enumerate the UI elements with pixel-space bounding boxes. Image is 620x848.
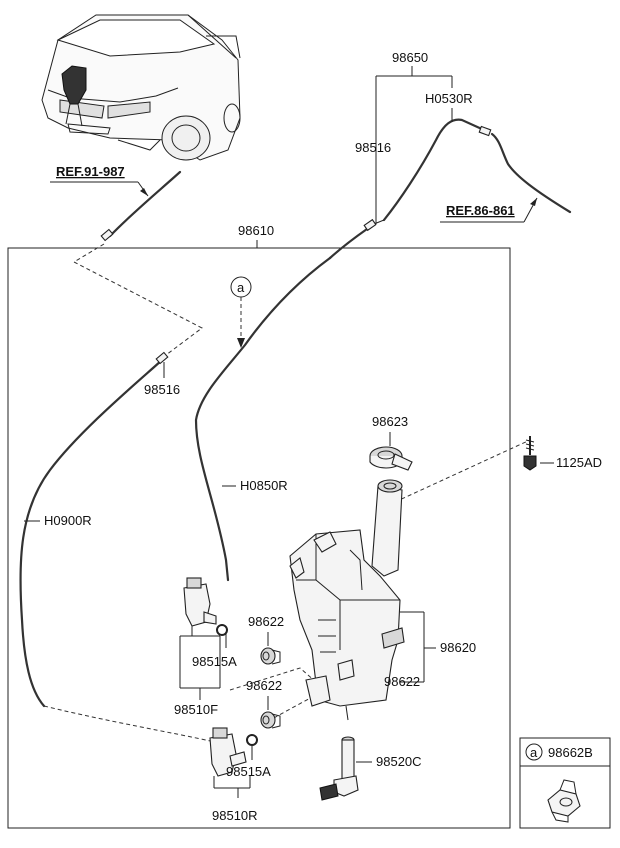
callout-a: a — [230, 276, 252, 348]
label-98622-a: 98622 — [248, 614, 284, 629]
svg-text:98662B: 98662B — [548, 745, 593, 760]
label-98610: 98610 — [238, 223, 274, 238]
ref-91-987-label: REF.91-987 — [56, 164, 125, 179]
washer-pump-icon — [209, 727, 258, 777]
label-98622-c: 98622 — [384, 674, 420, 689]
inset-98662B: a 98662B — [519, 737, 611, 829]
label-98510R: 98510R — [212, 808, 258, 823]
label-98650: 98650 — [392, 50, 428, 65]
svg-text:a: a — [237, 280, 245, 295]
grommet-icon — [260, 647, 281, 665]
hose-clip-icon — [547, 779, 581, 823]
label-H0900R: H0900R — [44, 513, 92, 528]
rear-washer-hose — [328, 118, 572, 260]
grommet-icon — [260, 711, 281, 729]
label-H0530R: H0530R — [425, 91, 473, 106]
label-98515A-a: 98515A — [192, 654, 237, 669]
label-98520C: 98520C — [376, 754, 422, 769]
assembly-frame — [7, 247, 511, 829]
label-98620: 98620 — [440, 640, 476, 655]
label-98516-top: 98516 — [355, 140, 391, 155]
label-H0850R: H0850R — [240, 478, 288, 493]
label-98516-mid: 98516 — [144, 382, 180, 397]
ref-86-861-label: REF.86-861 — [446, 203, 515, 218]
label-98623: 98623 — [372, 414, 408, 429]
label-1125AD: 1125AD — [556, 455, 602, 470]
label-98515A-b: 98515A — [226, 764, 271, 779]
level-sensor-icon — [319, 736, 359, 801]
label-98622-b: 98622 — [246, 678, 282, 693]
label-98510F: 98510F — [174, 702, 218, 717]
washer-pump-icon — [183, 577, 228, 636]
svg-text:a: a — [530, 745, 538, 760]
washer-cap-icon — [369, 446, 413, 471]
bolt-icon — [523, 436, 537, 471]
car-icon — [41, 14, 241, 161]
washer-reservoir-icon — [289, 479, 405, 721]
